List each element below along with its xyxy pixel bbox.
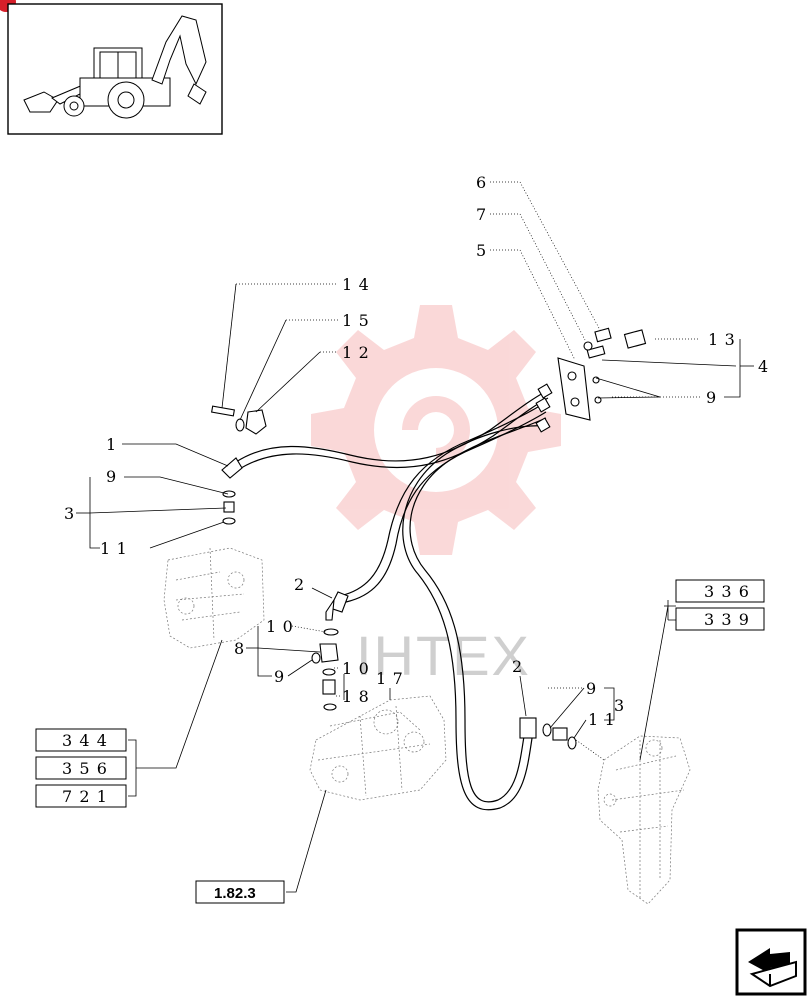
reference-boxes: 336 339 344 356 721 1.82.3 xyxy=(35,579,765,904)
callout-4[interactable]: 4 xyxy=(758,357,775,376)
callout-14[interactable]: 14 xyxy=(342,275,375,294)
svg-text:344: 344 xyxy=(62,731,114,750)
svg-text:356: 356 xyxy=(62,759,114,778)
callout-3-right[interactable]: 3 xyxy=(614,696,631,715)
ref-box-1-82-3[interactable]: 1.82.3 xyxy=(195,880,285,904)
backhoe-loader-icon xyxy=(23,15,207,119)
clamp-fittings xyxy=(211,405,267,435)
hose-1 xyxy=(221,383,553,479)
callout-1[interactable]: 1 xyxy=(106,435,123,454)
callout-12[interactable]: 12 xyxy=(342,343,375,362)
callout-18[interactable]: 18 xyxy=(342,687,375,706)
callout-6[interactable]: 6 xyxy=(476,173,493,192)
left-valve-block xyxy=(163,490,265,649)
svg-text:721: 721 xyxy=(62,787,114,806)
ref-box-356[interactable]: 356 xyxy=(35,756,127,780)
ref-box-721[interactable]: 721 xyxy=(35,784,127,808)
machine-thumbnail[interactable] xyxy=(7,3,223,135)
callout-9-center[interactable]: 9 xyxy=(274,667,291,686)
ref-box-339[interactable]: 339 xyxy=(675,607,765,631)
hose-2-lower xyxy=(402,417,551,811)
callout-2-upper[interactable]: 2 xyxy=(294,575,311,594)
callout-17[interactable]: 17 xyxy=(376,669,409,688)
leader-lines xyxy=(76,181,754,893)
watermark-text: IHTEX xyxy=(356,624,531,687)
hose-2-upper xyxy=(325,397,551,621)
callouts: 6 7 5 14 15 12 13 4 9 1 9 3 11 2 10 8 9 … xyxy=(64,173,775,729)
bracket-plate xyxy=(557,327,647,421)
svg-text:339: 339 xyxy=(704,610,756,629)
callout-9-top[interactable]: 9 xyxy=(706,388,723,407)
callout-13[interactable]: 13 xyxy=(708,330,741,349)
arrow-icon xyxy=(748,948,797,988)
callout-9-right[interactable]: 9 xyxy=(586,679,603,698)
svg-text:1.82.3: 1.82.3 xyxy=(214,885,256,902)
center-fittings xyxy=(311,628,339,711)
callout-11-right[interactable]: 11 xyxy=(588,710,621,729)
next-page-button[interactable] xyxy=(735,928,807,996)
right-valve xyxy=(542,723,691,905)
ref-box-336[interactable]: 336 xyxy=(675,579,765,603)
callout-9-left[interactable]: 9 xyxy=(106,467,123,486)
callout-11-left[interactable]: 11 xyxy=(100,539,133,558)
callout-7[interactable]: 7 xyxy=(476,205,493,224)
callout-8[interactable]: 8 xyxy=(234,639,251,658)
callout-10-upper[interactable]: 10 xyxy=(266,617,299,636)
callout-2-lower[interactable]: 2 xyxy=(512,657,529,676)
watermark-logo xyxy=(311,305,561,555)
callout-5[interactable]: 5 xyxy=(476,241,493,260)
callout-10-lower[interactable]: 10 xyxy=(342,659,375,678)
hydraulic-pump xyxy=(309,695,447,801)
ref-box-344[interactable]: 344 xyxy=(35,728,127,752)
callout-3-left[interactable]: 3 xyxy=(64,504,81,523)
callout-15[interactable]: 15 xyxy=(342,311,375,330)
svg-text:336: 336 xyxy=(704,582,756,601)
